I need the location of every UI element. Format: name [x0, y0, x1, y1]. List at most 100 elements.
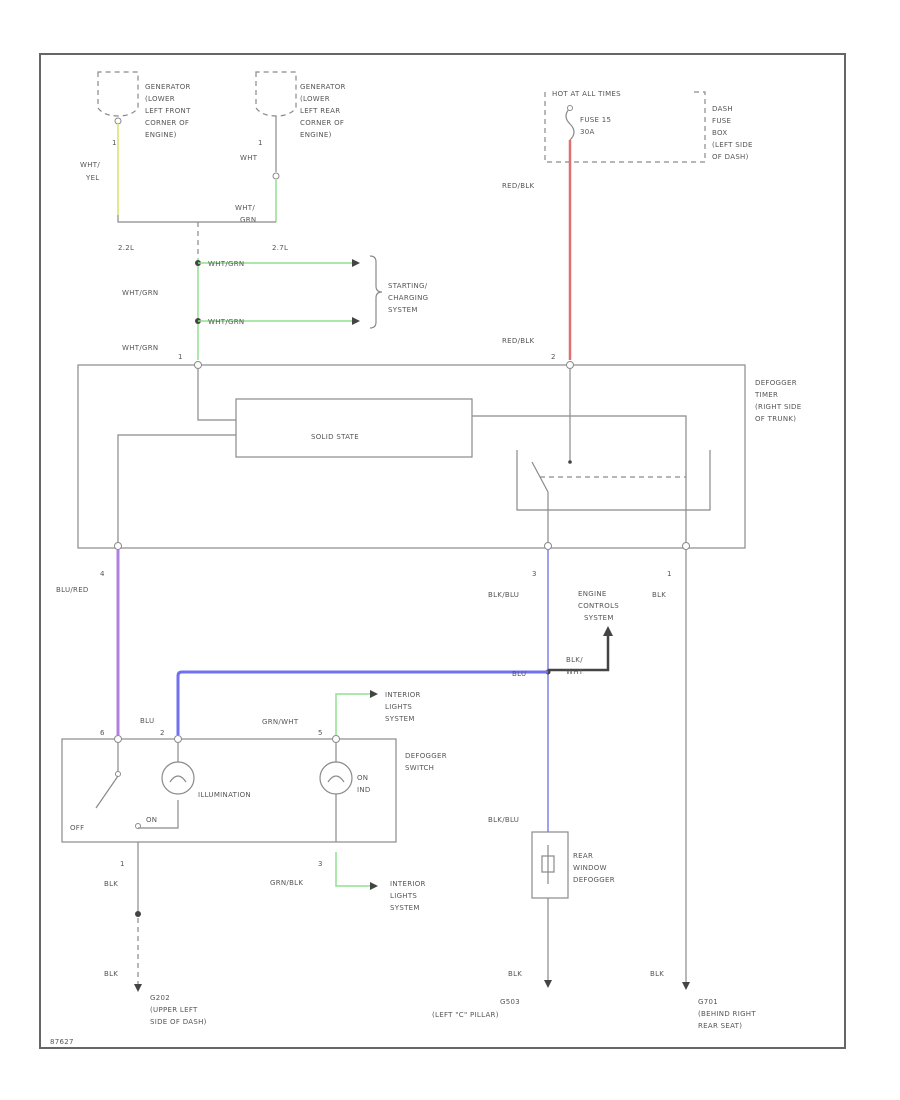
pin-timer-2: 2	[551, 353, 556, 361]
gen-rear-l3: LEFT REAR	[300, 107, 340, 115]
fuse-symbol	[565, 107, 575, 141]
timer-l3: (RIGHT SIDE	[755, 403, 801, 411]
switch-pin-5	[332, 735, 340, 743]
timer-pin-1	[194, 361, 202, 369]
interior1-l3: SYSTEM	[385, 715, 415, 723]
label-blu-red: BLU/RED	[56, 586, 89, 594]
ground-g503-icon	[544, 980, 552, 988]
label-blk-wht-2: WHT	[566, 668, 584, 676]
starting-l2: CHARGING	[388, 294, 428, 302]
label-blk-4: BLK	[650, 970, 664, 978]
label-wht-yel-2: YEL	[85, 174, 100, 182]
pin-switch-6: 6	[100, 729, 105, 737]
gen-left-l1: GENERATOR	[145, 83, 191, 91]
timer-wire-right	[472, 415, 687, 544]
rear-defogger-l2: WINDOW	[573, 864, 607, 872]
illumination-bulb-icon	[161, 761, 195, 795]
label-blk-blu-1: BLK/BLU	[488, 591, 519, 599]
gen-left-l5: ENGINE)	[145, 131, 177, 139]
dash-fuse-l2: FUSE	[712, 117, 731, 125]
pin-timer-3: 3	[532, 570, 537, 578]
arrow-interior-2	[370, 882, 378, 890]
arrow-interior-1	[370, 690, 378, 698]
label-on: ON	[146, 816, 157, 824]
interior2-l1: INTERIOR	[390, 880, 426, 888]
switch-pin-2	[174, 735, 182, 743]
label-off: OFF	[70, 824, 84, 832]
ground-g202-icon	[134, 984, 142, 992]
timer-l4: OF TRUNK)	[755, 415, 796, 423]
gen-left-l4: CORNER OF	[145, 119, 189, 127]
g202-l3: SIDE OF DASH)	[150, 1018, 207, 1026]
interior2-l2: LIGHTS	[390, 892, 417, 900]
label-red-blk-1: RED/BLK	[502, 182, 535, 190]
generator-left-rear: GENERATOR (LOWER LEFT REAR CORNER OF ENG…	[255, 71, 346, 139]
gen-rear-l2: (LOWER	[300, 95, 330, 103]
label-wht-grn-b: WHT/GRN	[208, 318, 244, 326]
dash-fuse-box: HOT AT ALL TIMES FUSE 15 30A DASH FUSE B…	[544, 90, 752, 163]
pin-switch-5: 5	[318, 729, 323, 737]
gen-rear-l1: GENERATOR	[300, 83, 346, 91]
pin-timer-1: 1	[178, 353, 183, 361]
g503-l2: (LEFT "C" PILLAR)	[432, 1011, 499, 1019]
label-wht-grn-a: WHT/GRN	[208, 260, 244, 268]
g202-l2: (UPPER LEFT	[150, 1006, 198, 1014]
label-blk-3: BLK	[508, 970, 522, 978]
label-wht-grn-d: WHT/GRN	[122, 344, 158, 352]
splice-g202	[135, 911, 141, 917]
starting-l1: STARTING/	[388, 282, 428, 290]
wire-blu	[176, 670, 548, 735]
timer-pin-4	[114, 542, 122, 550]
pin-timer-1b-label: 1	[667, 570, 672, 578]
label-wht-yel-1: WHT/	[80, 161, 100, 169]
g202-l1: G202	[150, 994, 170, 1002]
solid-state-label: SOLID STATE	[311, 433, 359, 441]
switch-l1: DEFOGGER	[405, 752, 447, 760]
pin-gen-rear: 1	[258, 139, 263, 147]
ind-filament	[327, 775, 345, 783]
pin-switch-3: 3	[318, 860, 323, 868]
switch-pin-6	[114, 735, 122, 743]
timer-wire-out	[117, 434, 236, 544]
label-blu: BLU	[140, 717, 154, 725]
label-blk-1: BLK	[104, 880, 118, 888]
dash-fuse-l3: BOX	[712, 129, 727, 137]
label-blk-wht-1: BLK/	[566, 656, 583, 664]
g701-l2: (BEHIND RIGHT	[698, 1010, 756, 1018]
on-indicator-bulb-icon	[319, 761, 353, 795]
gen-rear-pin	[272, 172, 280, 180]
arrow-starting-2	[352, 317, 360, 325]
rear-defogger-l1: REAR	[573, 852, 593, 860]
label-27l: 2.7L	[272, 244, 288, 252]
pin-switch-2: 2	[160, 729, 165, 737]
illum-filament	[169, 775, 187, 783]
ground-g701-icon	[682, 982, 690, 990]
label-blk-2: BLK	[104, 970, 118, 978]
fuse-pin-top	[567, 105, 573, 111]
pin-switch-1: 1	[120, 860, 125, 868]
pin-gen-left: 1	[112, 139, 117, 147]
pin-timer-4: 4	[100, 570, 105, 578]
arrow-starting-1	[352, 259, 360, 267]
defogger-timer-box	[77, 364, 746, 549]
gen-rear-l4: CORNER OF	[300, 119, 344, 127]
relay-enclosure	[516, 450, 711, 511]
starting-bracket	[369, 255, 383, 329]
switch-blade	[95, 775, 119, 809]
timer-wire-in	[197, 369, 236, 421]
timer-pin-1b	[682, 542, 690, 550]
defogger-switch-box	[61, 738, 397, 843]
wire-to-engine	[548, 630, 610, 672]
label-grn-wht: GRN/WHT	[262, 718, 299, 726]
switch-wire-illum	[138, 800, 179, 829]
gen-left-l2: (LOWER	[145, 95, 175, 103]
dash-fuse-l5: OF DASH)	[712, 153, 749, 161]
label-blu-center: BLU	[512, 670, 526, 678]
on-ind-l2: IND	[357, 786, 371, 794]
interior1-l1: INTERIOR	[385, 691, 421, 699]
option-split-line	[117, 215, 276, 223]
dash-fuse-l1: DASH	[712, 105, 733, 113]
timer-l1: DEFOGGER	[755, 379, 797, 387]
hot-at-all-times: HOT AT ALL TIMES	[552, 90, 621, 98]
label-wht-grn-2: GRN	[240, 216, 256, 224]
